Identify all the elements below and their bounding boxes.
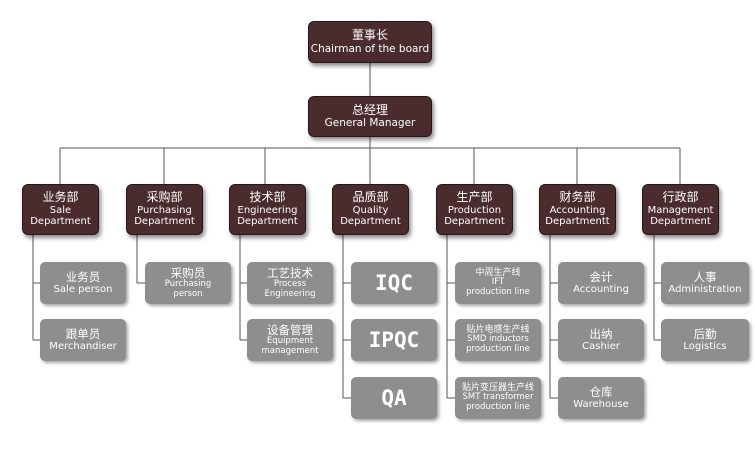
sub-zh: 后勤 xyxy=(693,326,717,341)
sub-en2: production line xyxy=(466,344,530,355)
chairman-box: 董事长 Chairman of the board xyxy=(308,21,432,63)
dept-en1: Purchasing xyxy=(137,204,192,216)
sub-en: Administration xyxy=(668,283,742,295)
dept-zh: 技术部 xyxy=(249,190,286,205)
sub-zh: 会计 xyxy=(589,269,613,284)
general-manager-en: General Manager xyxy=(324,117,416,130)
sub-smd-line: 贴片电感生产线 SMD inductors production line xyxy=(455,319,541,361)
sub-en2: production line xyxy=(466,402,530,413)
sub-ift-line: 中周生产线 IFT production line xyxy=(455,262,541,304)
sub-process-engineering: 工艺技术 Process Engineering xyxy=(247,262,333,304)
dept-en2: Department xyxy=(650,216,711,228)
chairman-en: Chairman of the board xyxy=(310,42,430,55)
sub-sale-person: 业务员 Sale person xyxy=(40,262,126,304)
sub-en: Process Engineering xyxy=(264,278,316,299)
sub-zh: 工艺技术 xyxy=(267,265,313,280)
sub-logistics: 后勤 Logistics xyxy=(661,319,749,361)
dept-zh: 财务部 xyxy=(559,190,596,205)
dept-en1: Quality xyxy=(352,204,389,216)
sub-administration: 人事 Administration xyxy=(661,262,749,304)
sub-en: Sale person xyxy=(53,283,113,295)
dept-en1: Production xyxy=(447,204,502,216)
sub-zh: 设备管理 xyxy=(267,322,313,337)
general-manager-zh: 总经理 xyxy=(351,102,388,117)
dept-en2: Department xyxy=(237,216,298,228)
dept-zh: 业务部 xyxy=(42,190,79,205)
sub-zh: 仓库 xyxy=(589,384,613,399)
dept-quality: 品质部 Quality Department xyxy=(332,184,409,235)
sub-merchandiser: 跟单员 Merchandiser xyxy=(40,319,126,361)
sub-en: Merchandiser xyxy=(49,340,117,352)
sub-big: IPQC xyxy=(368,327,420,352)
sub-zh: 跟单员 xyxy=(65,326,101,341)
sub-purchasing-person: 采购员 Purchasing person xyxy=(145,262,231,304)
dept-zh: 生产部 xyxy=(456,190,493,205)
sub-en: Equipment management xyxy=(261,335,319,356)
sub-iqc: IQC xyxy=(351,262,437,304)
dept-zh: 采购部 xyxy=(146,190,183,205)
sub-zh: 人事 xyxy=(693,269,717,284)
sub-en2: production line xyxy=(466,287,530,298)
general-manager-box: 总经理 General Manager xyxy=(308,96,432,137)
sub-big: IQC xyxy=(375,270,413,295)
dept-purchasing: 采购部 Purchasing Department xyxy=(126,184,203,235)
sub-en: Cashier xyxy=(582,340,620,352)
dept-en2: Department xyxy=(340,216,401,228)
sub-big: QA xyxy=(381,385,407,410)
dept-en2: Department xyxy=(444,216,505,228)
dept-engineering: 技术部 Engineering Department xyxy=(229,184,306,235)
dept-zh: 行政部 xyxy=(662,190,699,205)
sub-en: Accounting xyxy=(573,283,629,295)
sub-zh: 采购员 xyxy=(170,265,206,280)
sub-zh: 业务员 xyxy=(65,269,101,284)
dept-en2: Departmentt xyxy=(545,216,610,228)
sub-qa: QA xyxy=(351,377,437,419)
sub-equipment-management: 设备管理 Equipment management xyxy=(247,319,333,361)
dept-en2: Department xyxy=(30,216,91,228)
dept-en2: Department xyxy=(134,216,195,228)
sub-zh: 贴片变压器生产线 xyxy=(461,383,534,394)
sub-en: Logistics xyxy=(683,340,727,352)
sub-en1: SMT transformer xyxy=(462,392,534,403)
sub-ipqc: IPQC xyxy=(351,319,437,361)
chairman-zh: 董事长 xyxy=(351,28,388,43)
sub-accounting: 会计 Accounting xyxy=(558,262,644,304)
dept-zh: 品质部 xyxy=(352,190,389,205)
dept-en1: Engineering xyxy=(237,204,298,216)
dept-en1: Management xyxy=(647,204,714,216)
sub-warehouse: 仓库 Warehouse xyxy=(558,377,644,419)
dept-management: 行政部 Management Department xyxy=(642,184,719,235)
sub-zh: 出纳 xyxy=(589,326,613,341)
sub-zh: 中周生产线 xyxy=(475,268,521,279)
dept-en1: Accounting xyxy=(549,204,606,216)
dept-sale: 业务部 Sale Department xyxy=(22,184,99,235)
dept-en1: Sale xyxy=(49,204,72,216)
sub-zh: 贴片电感生产线 xyxy=(466,325,530,336)
sub-en1: IFT xyxy=(491,277,505,288)
sub-smt-line: 贴片变压器生产线 SMT transformer production line xyxy=(455,377,541,419)
sub-cashier: 出纳 Cashier xyxy=(558,319,644,361)
sub-en1: SMD inductors xyxy=(467,334,529,345)
dept-accounting: 财务部 Accounting Departmentt xyxy=(539,184,616,235)
sub-en: Purchasing person xyxy=(164,278,212,299)
sub-en: Warehouse xyxy=(573,398,629,410)
dept-production: 生产部 Production Department xyxy=(436,184,513,235)
